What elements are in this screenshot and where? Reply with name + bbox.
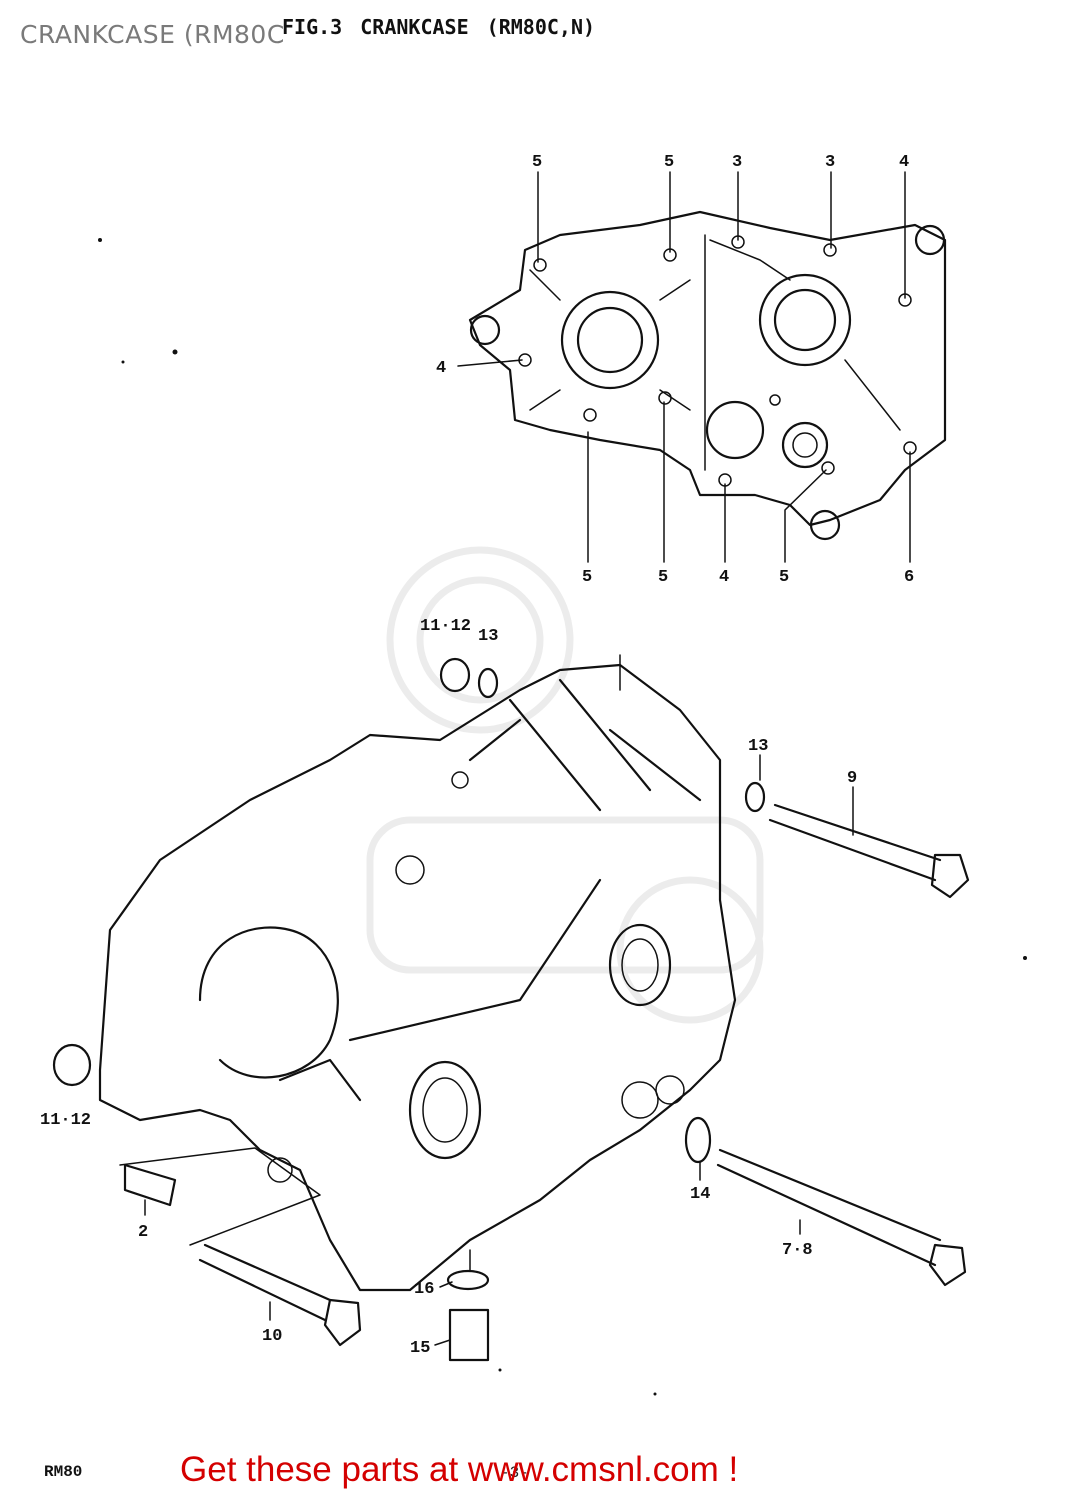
- crankcase-assembly-view: [98, 663, 737, 1292]
- callout-13-b: 13: [748, 737, 768, 756]
- callout-3-b: 3: [825, 153, 835, 172]
- callout-6: 6: [904, 568, 914, 587]
- callout-5-e: 5: [779, 568, 789, 587]
- callout-7-8: 7·8: [782, 1241, 813, 1260]
- callout-11-12-a: 11·12: [420, 617, 471, 636]
- page-title: CRANKCASE (RM80C: [20, 20, 285, 49]
- callout-5-d: 5: [658, 568, 668, 587]
- scan-dots: [98, 238, 1027, 1396]
- page-number: -3-: [500, 1464, 529, 1482]
- callout-5-a: 5: [532, 153, 542, 172]
- callout-4-b: 4: [436, 359, 446, 378]
- callout-4-c: 4: [719, 568, 729, 587]
- callout-9: 9: [847, 769, 857, 788]
- assembly-leader-lines: [119, 654, 854, 1346]
- top-view-leader-lines: [457, 171, 911, 563]
- loose-parts: [52, 657, 970, 1362]
- callout-16: 16: [414, 1280, 434, 1299]
- callout-2: 2: [138, 1223, 148, 1242]
- watermark-logo: [366, 546, 764, 1024]
- callout-13-a: 13: [478, 627, 498, 646]
- callout-5-b: 5: [664, 153, 674, 172]
- crankcase-half-top-view: [468, 210, 947, 541]
- callout-labels: 5 5 3 3 4 4 5 5 4 5 6 11·12 13 13 9 11·1…: [40, 153, 914, 1358]
- model-tag: RM80: [44, 1463, 83, 1481]
- callout-4-a: 4: [899, 153, 909, 172]
- figure-title: FIG.3 CRANKCASE (RM80C,N): [282, 15, 596, 39]
- callout-15: 15: [410, 1339, 430, 1358]
- callout-10: 10: [262, 1327, 282, 1346]
- footer-parts-link[interactable]: Get these parts at www.cmsnl.com !: [180, 1450, 739, 1489]
- callout-11-12-b: 11·12: [40, 1111, 91, 1130]
- callout-5-c: 5: [582, 568, 592, 587]
- callout-3-a: 3: [732, 153, 742, 172]
- callout-14: 14: [690, 1185, 710, 1204]
